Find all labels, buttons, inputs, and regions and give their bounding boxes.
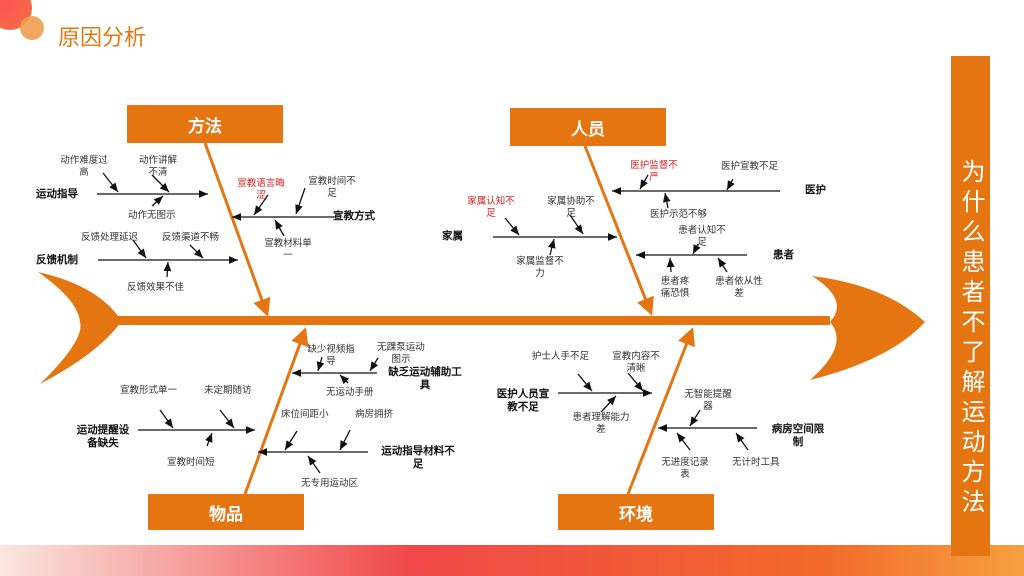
cause-label: 宣教时间短 [167, 457, 215, 468]
branch-label: 宣教方式 [333, 210, 375, 222]
cause-label: 缺少视频指导 [307, 344, 355, 367]
cause-label: 宣教内容不清晰 [612, 351, 660, 374]
cause-label: 无运动手册 [326, 387, 374, 398]
category-items: 物品 [148, 494, 304, 530]
branch-label: 反馈机制 [36, 254, 78, 266]
branch-label: 缺乏运动辅助工具 [388, 366, 462, 391]
fish-head [810, 276, 925, 380]
cause-label: 家属监督不力 [516, 256, 564, 279]
cause-label: 反馈处理延迟 [81, 232, 139, 243]
cause-label: 病房拥挤 [355, 409, 394, 420]
cause-label: 未定期随访 [204, 385, 252, 396]
cause-label: 动作无图示 [128, 210, 176, 221]
cause-label-highlight: 宣教语言晦涩 [237, 178, 285, 201]
category-method: 方法 [127, 105, 283, 143]
bottom-gradient-bar [0, 545, 1024, 576]
cause-label: 宣教形式单一 [120, 385, 178, 396]
branch-label: 患者 [773, 249, 794, 261]
branch-label: 运动提醒设备缺失 [76, 424, 130, 449]
cause-label: 患者理解能力差 [572, 412, 630, 435]
cause-label: 患者依从性差 [715, 276, 763, 299]
branch-label: 医护人员宣教不足 [496, 388, 550, 413]
cause-label: 无智能提醒器 [684, 389, 732, 412]
cause-label: 护士人手不足 [532, 351, 590, 362]
cause-label: 患者认知不足 [678, 225, 726, 248]
cause-label: 患者疼痛恐惧 [660, 276, 690, 299]
cause-label: 床位间距小 [281, 409, 329, 420]
branch-label: 运动指导材料不足 [381, 445, 455, 470]
cause-label-highlight: 家属认知不足 [467, 196, 515, 219]
fish-tail [38, 272, 118, 384]
branch-label: 家属 [442, 230, 463, 242]
branch-label: 医护 [805, 184, 826, 196]
category-people: 人员 [510, 108, 666, 146]
cause-label: 宣教材料单一 [264, 238, 312, 261]
cause-label: 家属协助不足 [547, 196, 595, 219]
cause-label: 无踝泵运动图示 [377, 342, 425, 365]
cause-label: 医护宣教不足 [721, 161, 779, 172]
cause-label: 无进度记录表 [661, 457, 709, 480]
cause-label: 动作讲解不清 [138, 155, 177, 178]
cause-label: 无计时工具 [732, 457, 780, 468]
cause-label: 无专用运动区 [301, 478, 359, 489]
fish-spine [110, 316, 830, 325]
cause-label: 动作难度过高 [60, 155, 108, 178]
cause-label: 医护示范不够 [650, 209, 708, 220]
cause-label-highlight: 医护监督不严 [630, 160, 678, 183]
cause-label: 反馈效果不佳 [127, 282, 185, 293]
branch-label: 运动指导 [36, 188, 78, 200]
category-env: 环境 [558, 494, 714, 530]
branch-label: 病房空间限制 [771, 423, 825, 448]
problem-statement: 为什么患者不了解运动方法 [951, 56, 990, 556]
cause-label: 反馈渠道不畅 [162, 232, 220, 243]
decor-circle-orange [20, 16, 44, 40]
cause-label: 宣教时间不足 [308, 176, 356, 199]
page-title: 原因分析 [58, 26, 147, 51]
